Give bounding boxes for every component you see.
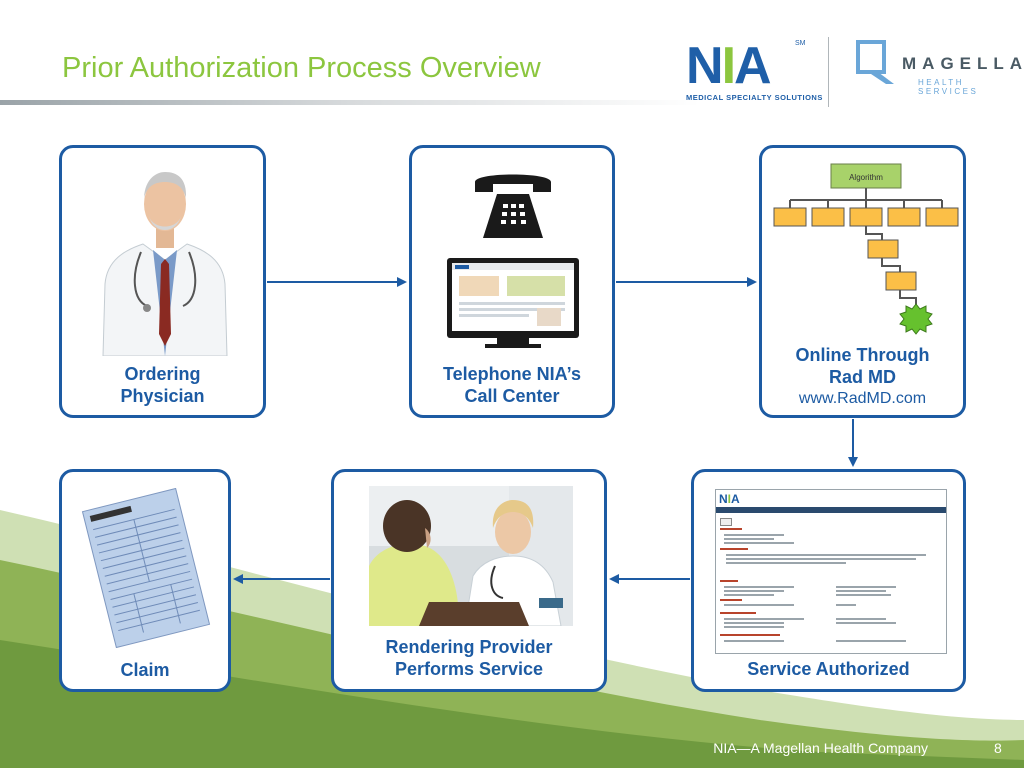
online-line1: Online Through [795, 345, 930, 365]
telephone-icon [475, 174, 551, 238]
magellan-logo-icon [856, 40, 894, 84]
authorization-screenshot: NIA [715, 489, 947, 654]
step-online-radmd: Algorithm Online Through Rad MD www.RadM… [759, 145, 966, 418]
claim-form-illustration [81, 488, 211, 648]
screenshot-button [720, 518, 732, 526]
screenshot-menubar [716, 507, 946, 513]
nia-trademark: SM [795, 40, 806, 47]
nia-tagline: MEDICAL SPECIALTY SOLUTIONS [686, 93, 823, 102]
rendering-provider-line2: Performs Service [394, 659, 544, 679]
rendering-provider-line1: Rendering Provider [385, 637, 553, 657]
step-claim: Claim [59, 469, 231, 692]
page-number: 8 [994, 740, 1002, 756]
nia-logo: NIA [686, 37, 772, 95]
magellan-logo-name: MAGELLAN [902, 54, 1024, 73]
title-underline [0, 100, 700, 105]
algorithm-label: Algorithm [849, 173, 883, 182]
step-service-authorized: NIA Service Authorized [691, 469, 966, 692]
algorithm-flowchart: Algorithm [773, 163, 959, 335]
radmd-url: www.RadMD.com [798, 390, 927, 407]
step-ordering-physician: Ordering Physician [59, 145, 266, 418]
screenshot-nia-mark: NIA [719, 492, 740, 506]
physician-illustration [102, 172, 228, 356]
claim-label: Claim [120, 660, 170, 680]
slide-title: Prior Authorization Process Overview [62, 52, 541, 84]
monitor-icon [447, 258, 579, 348]
step-call-center: Telephone NIA’s Call Center [409, 145, 615, 418]
logo-area: NIA SM MEDICAL SPECIALTY SOLUTIONS MAGEL… [680, 32, 1024, 112]
call-center-line1: Telephone NIA’s [442, 364, 582, 384]
call-center-line2: Call Center [464, 386, 560, 406]
ordering-physician-line1: Ordering [124, 364, 201, 384]
online-line2: Rad MD [829, 367, 896, 387]
screenshot-content [720, 528, 926, 642]
service-authorized-label: Service Authorized [747, 659, 910, 679]
magellan-logo-subtitle: HEALTH SERVICES [918, 78, 979, 96]
footer-text: NIA—A Magellan Health Company [713, 740, 928, 756]
ordering-physician-line2: Physician [120, 386, 205, 406]
step-rendering-provider: Rendering Provider Performs Service [331, 469, 607, 692]
logo-divider [828, 37, 829, 107]
provider-consultation-photo [369, 486, 573, 626]
